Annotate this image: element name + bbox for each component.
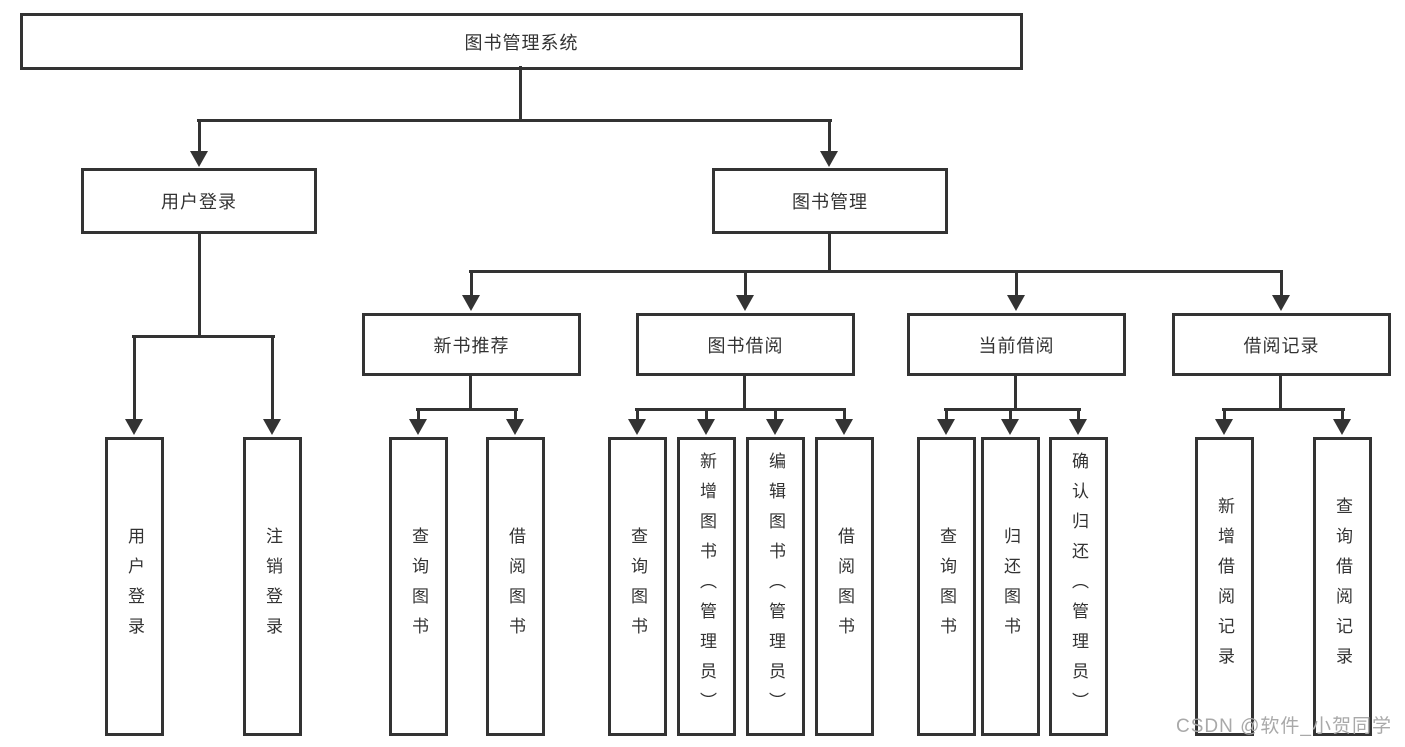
connector-line (705, 408, 708, 426)
leaf-confirm-return-admin: 确认归还（管理员） (1049, 437, 1108, 736)
leaf-query-books-borrow: 查询图书 (608, 437, 667, 736)
node-label: 新书推荐 (433, 335, 510, 356)
leaf-query-books-current: 查询图书 (917, 437, 976, 736)
node-borrowing-records: 借阅记录 (1172, 313, 1391, 376)
arrowhead-icon (125, 419, 143, 435)
arrowhead-icon (263, 419, 281, 435)
connector-line (198, 231, 201, 337)
arrowhead-icon (462, 295, 480, 311)
leaf-add-borrow-record: 新增借阅记录 (1195, 437, 1254, 736)
connector-line (945, 408, 948, 426)
leaf-label: 用户登录 (125, 526, 144, 647)
leaf-user-login: 用户登录 (105, 437, 164, 736)
arrowhead-icon (835, 419, 853, 435)
arrowhead-icon (697, 419, 715, 435)
arrowhead-icon (1333, 419, 1351, 435)
node-label: 图书管理系统 (464, 32, 579, 53)
arrowhead-icon (190, 151, 208, 167)
arrowhead-icon (820, 151, 838, 167)
connector-line (743, 373, 746, 411)
connector-line (1015, 270, 1018, 302)
connector-line (636, 408, 639, 426)
node-book-borrowing: 图书借阅 (636, 313, 855, 376)
connector-line (519, 66, 522, 122)
connector-line (828, 232, 831, 273)
connector-line (1014, 373, 1017, 411)
leaf-label: 编辑图书（管理员） (766, 451, 785, 722)
node-current-borrowing: 当前借阅 (907, 313, 1126, 376)
connector-line (1341, 408, 1344, 426)
connector-line (417, 408, 420, 426)
node-label: 借阅记录 (1243, 335, 1320, 356)
arrowhead-icon (628, 419, 646, 435)
node-label: 当前借阅 (978, 335, 1055, 356)
arrowhead-icon (1272, 295, 1290, 311)
arrowhead-icon (1215, 419, 1233, 435)
connector-line (1009, 408, 1012, 426)
arrowhead-icon (937, 419, 955, 435)
leaf-label: 查询图书 (409, 526, 428, 647)
leaf-borrow-books: 借阅图书 (815, 437, 874, 736)
arrowhead-icon (1069, 419, 1087, 435)
connector-line (1223, 408, 1226, 426)
leaf-label: 确认归还（管理员） (1069, 451, 1088, 722)
leaf-logout: 注销登录 (243, 437, 302, 736)
connector-line (198, 119, 201, 157)
connector-line (944, 408, 1081, 411)
node-label: 图书管理 (792, 192, 868, 212)
arrowhead-icon (506, 419, 524, 435)
arrowhead-icon (1007, 295, 1025, 311)
leaf-label: 归还图书 (1001, 526, 1020, 647)
leaf-query-borrow-record: 查询借阅记录 (1313, 437, 1372, 736)
connector-line (469, 373, 472, 411)
leaf-label: 查询图书 (628, 526, 647, 647)
connector-line (1280, 270, 1283, 302)
leaf-label: 查询借阅记录 (1333, 496, 1352, 677)
leaf-query-books-recommend: 查询图书 (389, 437, 448, 736)
connector-line (774, 408, 777, 426)
connector-line (514, 408, 517, 426)
connector-line (197, 119, 832, 122)
node-library-management-system: 图书管理系统 (20, 13, 1023, 70)
leaf-add-books-admin: 新增图书（管理员） (677, 437, 736, 736)
node-label: 图书借阅 (707, 335, 784, 356)
leaf-label: 借阅图书 (835, 526, 854, 647)
leaf-label: 注销登录 (263, 526, 282, 647)
connector-line (132, 335, 275, 338)
connector-line (470, 270, 473, 302)
arrowhead-icon (1001, 419, 1019, 435)
leaf-label: 查询图书 (937, 526, 956, 647)
connector-line (828, 119, 831, 157)
leaf-return-books: 归还图书 (981, 437, 1040, 736)
arrowhead-icon (409, 419, 427, 435)
node-book-management: 图书管理 (712, 168, 948, 234)
leaf-label: 借阅图书 (506, 526, 525, 647)
connector-line (843, 408, 846, 426)
node-new-book-recommend: 新书推荐 (362, 313, 581, 376)
connector-line (635, 408, 846, 411)
connector-line (416, 408, 518, 411)
connector-line (1222, 408, 1345, 411)
node-user-login: 用户登录 (81, 168, 317, 234)
connector-line (1279, 373, 1282, 411)
arrowhead-icon (736, 295, 754, 311)
csdn-watermark: CSDN @软件_小贺同学 (1176, 716, 1392, 737)
arrowhead-icon (766, 419, 784, 435)
connector-line (1077, 408, 1080, 426)
leaf-edit-books-admin: 编辑图书（管理员） (746, 437, 805, 736)
leaf-label: 新增借阅记录 (1215, 496, 1234, 677)
connector-line (271, 335, 274, 425)
connector-line (744, 270, 747, 302)
connector-line (133, 335, 136, 425)
node-label: 用户登录 (161, 192, 237, 212)
leaf-borrow-books-recommend: 借阅图书 (486, 437, 545, 736)
leaf-label: 新增图书（管理员） (697, 451, 716, 722)
connector-line (469, 270, 1283, 273)
